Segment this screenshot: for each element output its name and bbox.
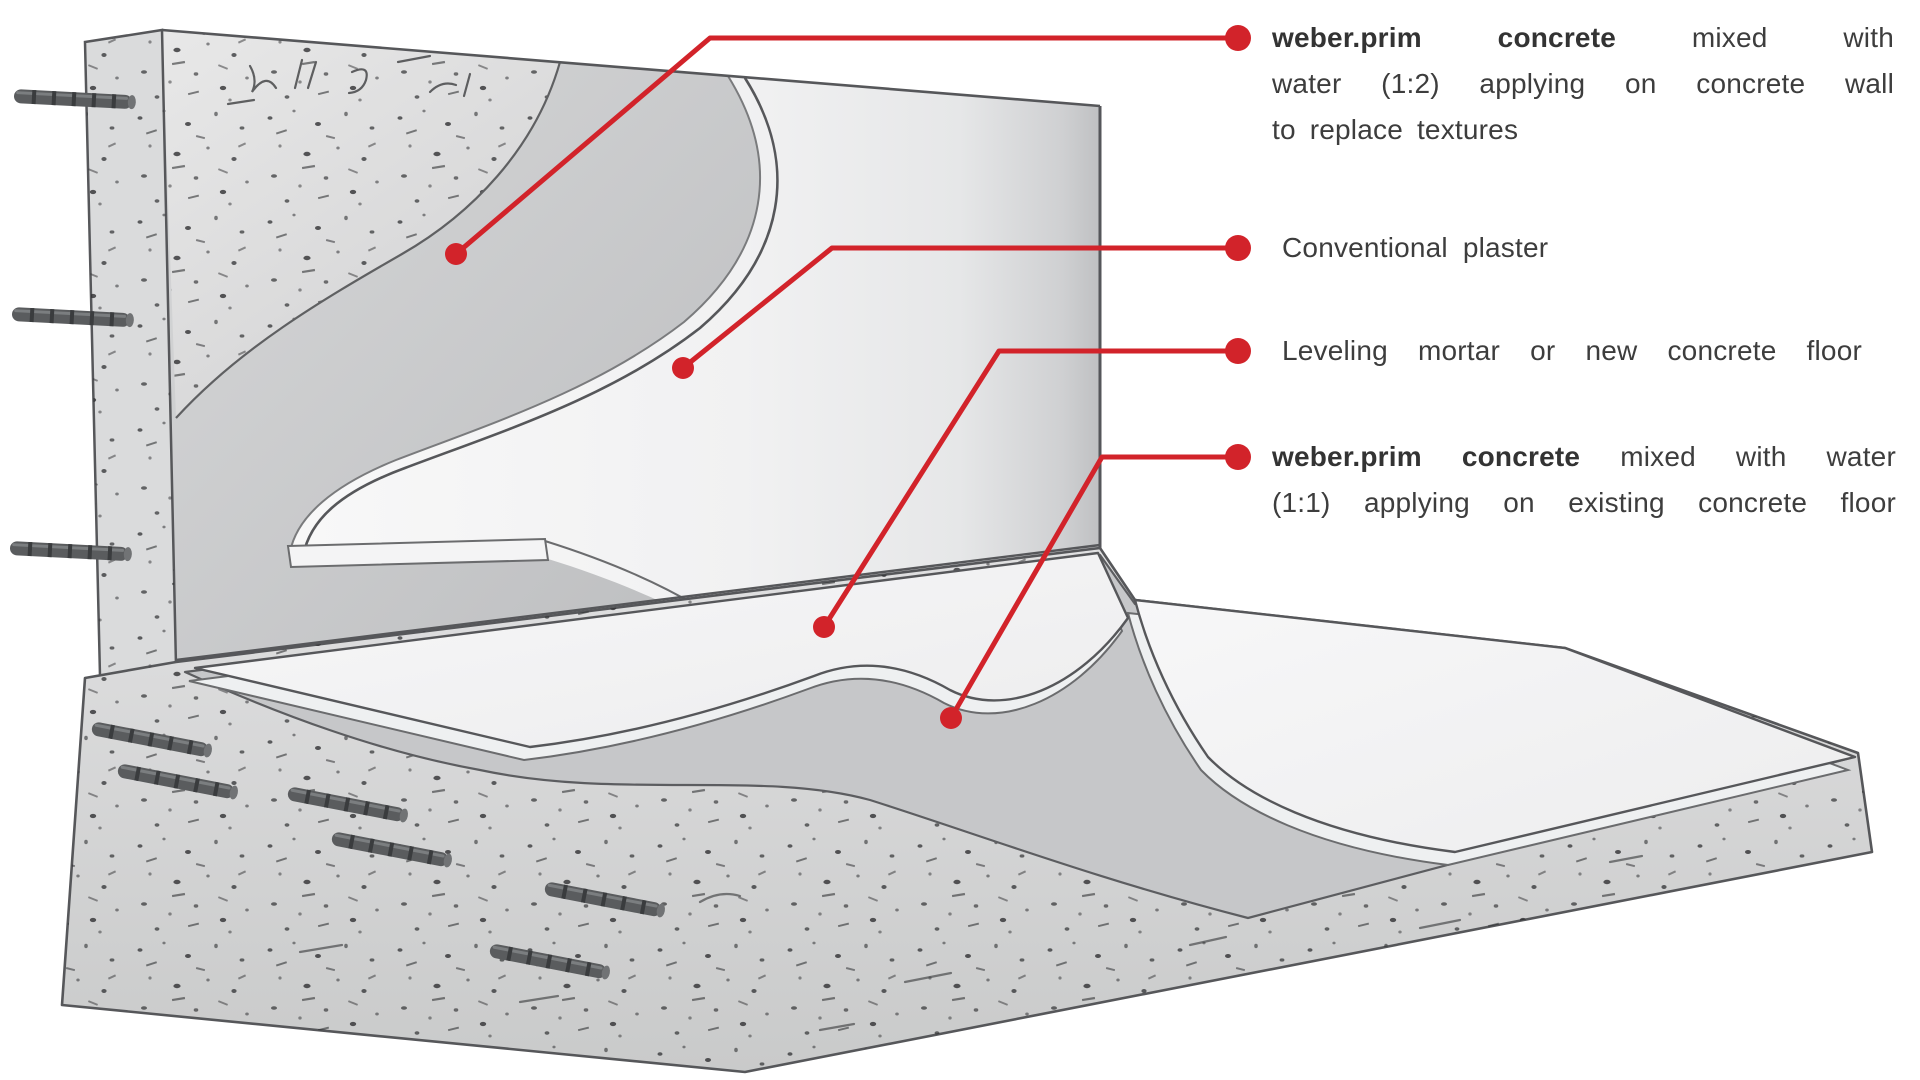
callout-dot bbox=[1225, 338, 1251, 364]
callout-line-4 bbox=[948, 454, 1241, 721]
wall-floor-junction bbox=[175, 543, 1101, 662]
plaster-bottom-ledge bbox=[286, 537, 550, 569]
plaster-edge-outer bbox=[301, 77, 779, 557]
callout-dot bbox=[445, 243, 467, 265]
callout-dot bbox=[1225, 235, 1251, 261]
slab-scribbles bbox=[298, 854, 1644, 1032]
callout-label-2: Conventional plaster bbox=[1282, 232, 1549, 263]
callout-line-3 bbox=[821, 348, 1241, 630]
product-name: weber.prim concrete bbox=[1272, 441, 1581, 472]
callout-label-1: weber.prim concrete mixed with water (1:… bbox=[1272, 22, 1894, 145]
callout-label-3: Leveling mortar or new concrete floor bbox=[1282, 335, 1862, 366]
concrete-floor bbox=[60, 546, 1874, 1074]
callout-dot bbox=[940, 707, 962, 729]
leveling-mortar-sheet bbox=[193, 551, 1130, 749]
callout-dot bbox=[813, 616, 835, 638]
wall-top-edge bbox=[161, 28, 1101, 108]
wall-raw-concrete-texture bbox=[162, 30, 560, 418]
plaster-edge-inner bbox=[289, 75, 762, 553]
callout-line-1 bbox=[453, 35, 1241, 257]
concrete-wall bbox=[83, 28, 1102, 678]
callout-lines bbox=[453, 35, 1241, 721]
callout-dot bbox=[672, 357, 694, 379]
product-name: weber.prim concrete bbox=[1272, 22, 1616, 53]
callout-label-4: weber.prim concrete mixed with water (1:… bbox=[1272, 441, 1896, 518]
callout-dot bbox=[1225, 444, 1251, 470]
callout-dots bbox=[445, 25, 1251, 729]
wall-texture-boundary bbox=[175, 61, 562, 419]
concrete-scribbles bbox=[226, 54, 472, 106]
wall-side-texture bbox=[85, 30, 176, 676]
callout-dot bbox=[1225, 25, 1251, 51]
right-floor-sheet bbox=[1133, 598, 1857, 854]
callout-line-2 bbox=[680, 245, 1241, 371]
